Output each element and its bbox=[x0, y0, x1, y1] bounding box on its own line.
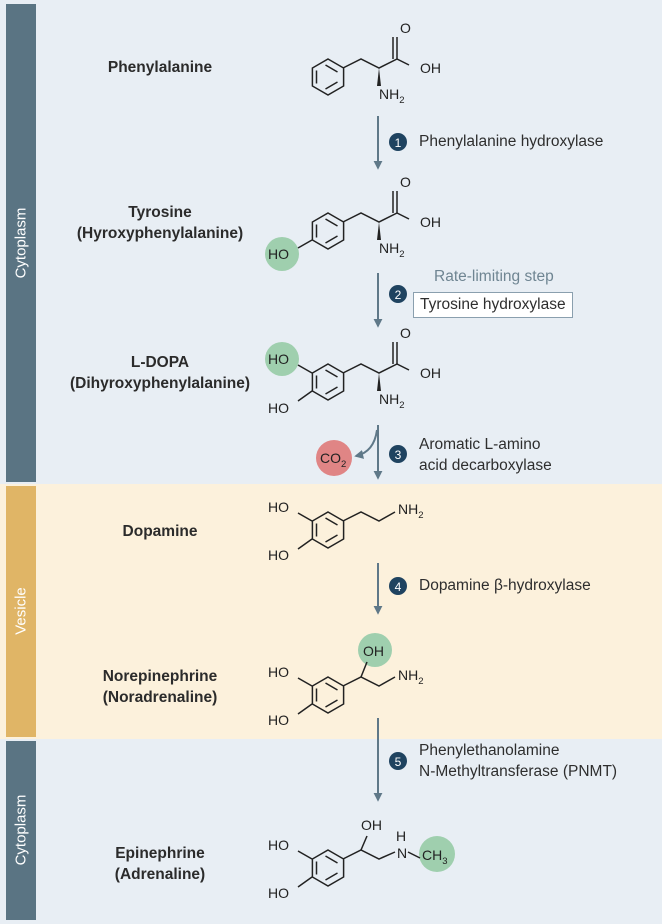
rate-limiting-note: Rate-limiting step bbox=[434, 268, 554, 285]
cytoplasm-bar-bottom bbox=[6, 741, 36, 920]
svg-text:OH: OH bbox=[361, 817, 382, 833]
vesicle-zone bbox=[0, 484, 662, 739]
step-badge-3: 3 bbox=[389, 445, 407, 463]
compound-label-norepinephrine: Norepinephrine (Noradrenaline) bbox=[40, 666, 280, 708]
zone-label-vesicle: Vesicle bbox=[12, 587, 30, 635]
compound-alt-name: (Adrenaline) bbox=[114, 866, 206, 883]
svg-text:HO: HO bbox=[268, 246, 289, 262]
enzyme-label-step-3: Aromatic L-amino acid decarboxylase bbox=[419, 436, 552, 474]
compound-label-tyrosine: Tyrosine (Hyroxyphenylalanine) bbox=[40, 202, 280, 244]
enzyme-label-step-5: Phenylethanolamine N-Methyltransferase (… bbox=[419, 742, 618, 780]
compound-alt-name: (Dihyroxyphenylalanine) bbox=[69, 375, 250, 392]
svg-text:N: N bbox=[397, 845, 407, 861]
compound-label-epinephrine: Epinephrine (Adrenaline) bbox=[40, 843, 280, 885]
compound-name: Epinephrine bbox=[115, 845, 205, 862]
svg-text:OH: OH bbox=[420, 214, 441, 230]
svg-text:HO: HO bbox=[268, 400, 289, 416]
co2-highlight bbox=[316, 440, 352, 476]
enzyme-label-step-1: Phenylalanine hydroxylase bbox=[419, 133, 604, 150]
svg-text:HO: HO bbox=[268, 351, 289, 367]
step-number: 4 bbox=[395, 580, 402, 594]
step-badge-4: 4 bbox=[389, 577, 407, 595]
svg-text:HO: HO bbox=[268, 837, 289, 853]
svg-text:HO: HO bbox=[268, 885, 289, 901]
compound-name: Phenylalanine bbox=[107, 59, 213, 76]
compound-name: Norepinephrine bbox=[102, 668, 218, 685]
compound-label-dopamine: Dopamine bbox=[40, 521, 280, 542]
tyrosine-structure: HO O OH NH2 bbox=[268, 174, 441, 262]
co2-label: CO2 bbox=[320, 450, 346, 470]
cytoplasm-bar-top bbox=[6, 4, 36, 482]
epinephrine-structure: HO HO OH H N CH3 bbox=[268, 817, 448, 901]
svg-text:O: O bbox=[400, 174, 411, 190]
svg-text:NH2: NH2 bbox=[398, 667, 424, 687]
step-number: 2 bbox=[395, 288, 402, 302]
hydroxyl-highlight-norepinephrine bbox=[358, 633, 392, 667]
step-number: 5 bbox=[395, 755, 402, 769]
compound-name: L-DOPA bbox=[130, 354, 190, 371]
zone-label-cytoplasm-bottom: Cytoplasm bbox=[12, 794, 30, 866]
svg-text:HO: HO bbox=[268, 499, 289, 515]
svg-text:O: O bbox=[400, 20, 411, 36]
vesicle-bar bbox=[6, 486, 36, 737]
compound-name: Tyrosine bbox=[128, 204, 192, 221]
enzyme-label-step-2: Tyrosine hydroxylase bbox=[413, 292, 573, 318]
step-number: 1 bbox=[395, 136, 402, 150]
svg-text:OH: OH bbox=[420, 60, 441, 76]
norepinephrine-structure: HO HO OH NH2 bbox=[268, 643, 424, 728]
cytoplasm-zone-bottom bbox=[0, 739, 662, 924]
svg-text:OH: OH bbox=[420, 365, 441, 381]
compound-label-ldopa: L-DOPA (Dihyroxyphenylalanine) bbox=[40, 352, 280, 394]
svg-text:NH2: NH2 bbox=[379, 86, 405, 106]
compound-name: Dopamine bbox=[122, 523, 198, 540]
cytoplasm-zone-top bbox=[0, 0, 662, 484]
methyl-highlight-epinephrine bbox=[419, 836, 455, 872]
svg-text:NH2: NH2 bbox=[379, 240, 405, 260]
svg-text:NH2: NH2 bbox=[398, 501, 424, 521]
step-badge-1: 1 bbox=[389, 133, 407, 151]
svg-text:HO: HO bbox=[268, 712, 289, 728]
svg-text:HO: HO bbox=[268, 547, 289, 563]
co2-release-arrow bbox=[354, 429, 378, 459]
step-badge-2: 2 bbox=[389, 285, 407, 303]
svg-text:NH2: NH2 bbox=[379, 391, 405, 411]
hydroxyl-highlight-ldopa bbox=[265, 342, 299, 376]
compound-alt-name: (Noradrenaline) bbox=[102, 689, 218, 706]
step-badge-5: 5 bbox=[389, 752, 407, 770]
hydroxyl-highlight-tyrosine bbox=[265, 237, 299, 271]
compound-alt-name: (Hyroxyphenylalanine) bbox=[76, 225, 244, 242]
svg-text:O: O bbox=[400, 325, 411, 341]
dopamine-structure: HO HO NH2 bbox=[268, 499, 424, 563]
step-number: 3 bbox=[395, 448, 402, 462]
ldopa-structure: HO HO O OH NH2 bbox=[268, 325, 441, 416]
svg-text:HO: HO bbox=[268, 664, 289, 680]
svg-text:CH3: CH3 bbox=[422, 847, 448, 867]
svg-text:H: H bbox=[396, 828, 406, 844]
compound-label-phenylalanine: Phenylalanine bbox=[40, 57, 280, 78]
enzyme-label-step-4: Dopamine β-hydroxylase bbox=[419, 577, 591, 594]
svg-text:OH: OH bbox=[363, 643, 384, 659]
phenylalanine-structure: O OH NH2 bbox=[311, 20, 441, 106]
zone-label-cytoplasm-top: Cytoplasm bbox=[12, 207, 30, 279]
